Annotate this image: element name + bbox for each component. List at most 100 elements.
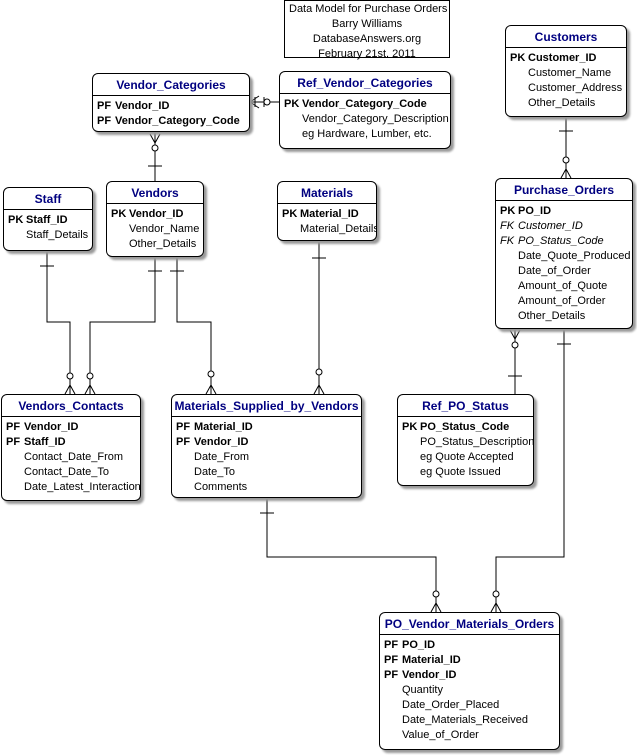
attribute-row: PO_Status_Description (402, 435, 533, 450)
attribute-row: Vendor_Name (111, 222, 199, 237)
attribute-name: Other_Details (528, 97, 596, 109)
key-marker: PK (282, 208, 298, 220)
rel-vendors-vendorscontacts (84, 257, 162, 395)
entity-title: Ref_PO_Status (398, 395, 533, 417)
attribute-name: Date_To (194, 466, 235, 478)
key-marker: FK (500, 220, 515, 232)
attribute-name: Amount_of_Quote (518, 280, 608, 292)
attribute-name: Date_Order_Placed (402, 699, 500, 711)
attribute-row: Date_Latest_Interaction (6, 480, 140, 495)
entity-title: Materials (278, 182, 376, 204)
attribute-name: Date_From (194, 451, 250, 463)
key-marker: PK (500, 205, 516, 217)
attribute-row: Date_Quote_Produced (500, 249, 631, 264)
attribute-name: Date_Latest_Interaction (24, 481, 141, 493)
attribute-row: Amount_of_Quote (500, 279, 628, 294)
rel-vendors-materialssupplied (170, 257, 217, 395)
key-marker: PF (384, 669, 399, 681)
key-marker: FK (500, 235, 515, 247)
attribute-row: Other_Details (111, 237, 199, 252)
attribute-name: PO_ID (518, 205, 552, 217)
rel-purchaseorders-povendormaterialsorders (490, 329, 571, 613)
key-marker: PK (510, 52, 526, 64)
attribute-name: eg Hardware, Lumber, etc. (302, 128, 432, 140)
attribute-name: Vendor_Category_Code (302, 98, 427, 110)
key-marker: PF (176, 436, 191, 448)
attribute-name: Other_Details (518, 310, 586, 322)
attribute-name: Material_ID (300, 208, 359, 220)
key-marker: PF (176, 421, 191, 433)
attribute-row: Other_Details (510, 96, 622, 111)
attribute-name: Staff_ID (24, 436, 66, 448)
attribute-name: Vendor_Name (129, 223, 200, 235)
attribute-name: PO_Status_Code (420, 421, 510, 433)
attribute-name: Vendor_ID (194, 436, 249, 448)
rel-materialssupplied-povendormaterialsorders (260, 498, 442, 613)
attribute-row: Date_Order_Placed (384, 698, 555, 713)
attribute-name: Amount_of_Order (518, 295, 606, 307)
attribute-row: eg Hardware, Lumber, etc. (284, 127, 446, 142)
attribute-name: Vendor_Category_Description (302, 113, 449, 125)
attribute-row: Date_Materials_Received (384, 713, 555, 728)
rel-materials-materialssupplied (312, 241, 326, 395)
attribute-name: Vendor_ID (115, 100, 170, 112)
rel-customers-purchaseorders (559, 117, 573, 179)
attribute-row: Material_Details (282, 222, 376, 237)
attribute-name: Comments (194, 481, 248, 493)
entity-title: Vendors_Contacts (2, 395, 140, 417)
rel-vendors-vendorcategories (148, 132, 162, 181)
attribute-name: Vendor_ID (24, 421, 79, 433)
attribute-name: Value_of_Order (402, 729, 479, 741)
attribute-name: Contact_Date_From (24, 451, 124, 463)
attribute-name: Material_ID (402, 654, 461, 666)
attribute-name: Customer_ID (528, 52, 597, 64)
attribute-row: Quantity (384, 683, 555, 698)
attribute-row: Date_From (176, 450, 357, 465)
rel-staff-vendorscontacts (40, 251, 76, 395)
key-marker: PK (111, 208, 127, 220)
attribute-row: eg Quote Issued (402, 465, 529, 480)
attribute-row: Date_of_Order (500, 264, 628, 279)
attribute-row: Date_To (176, 465, 357, 480)
attribute-name: eg Quote Accepted (420, 451, 514, 463)
attribute-name: Material_ID (194, 421, 253, 433)
entity-title: Staff (4, 188, 92, 210)
attribute-row: Contact_Date_To (6, 465, 136, 480)
attribute-row: eg Quote Accepted (402, 450, 529, 465)
entity-title: Vendor_Categories (93, 74, 249, 96)
attribute-name: Vendor_ID (129, 208, 184, 220)
attribute-name: Contact_Date_To (24, 466, 109, 478)
attribute-row: Value_of_Order (384, 728, 555, 743)
key-marker: PK (402, 421, 418, 433)
note-date: February 21st. 2011 (318, 48, 416, 60)
